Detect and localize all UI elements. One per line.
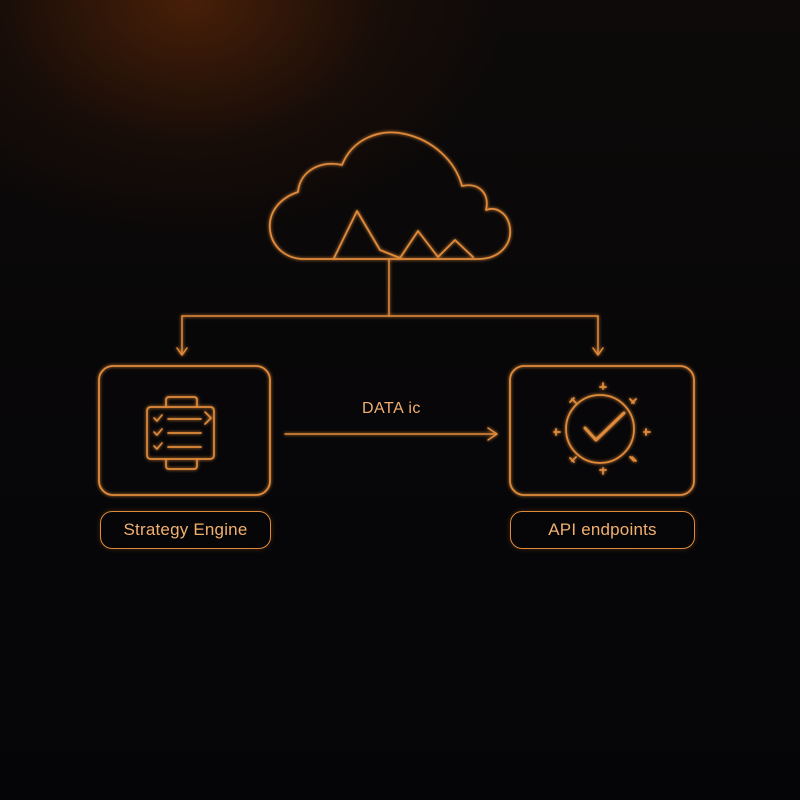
gear-check-icon	[553, 382, 651, 475]
arrow-to-api-endpoints	[592, 315, 604, 356]
checklist-icon	[146, 396, 215, 470]
api-endpoints-label: API endpoints	[510, 511, 695, 549]
cloud-mountains-icon	[268, 131, 512, 260]
data-flow-label: DATA ic	[362, 400, 421, 417]
strategy-engine-node	[98, 365, 271, 496]
arrow-to-strategy-engine	[176, 315, 188, 356]
strategy-engine-label: Strategy Engine	[100, 511, 271, 549]
api-endpoints-node	[509, 365, 695, 496]
data-flow-arrow	[284, 427, 498, 441]
cloud-connector	[181, 258, 599, 317]
